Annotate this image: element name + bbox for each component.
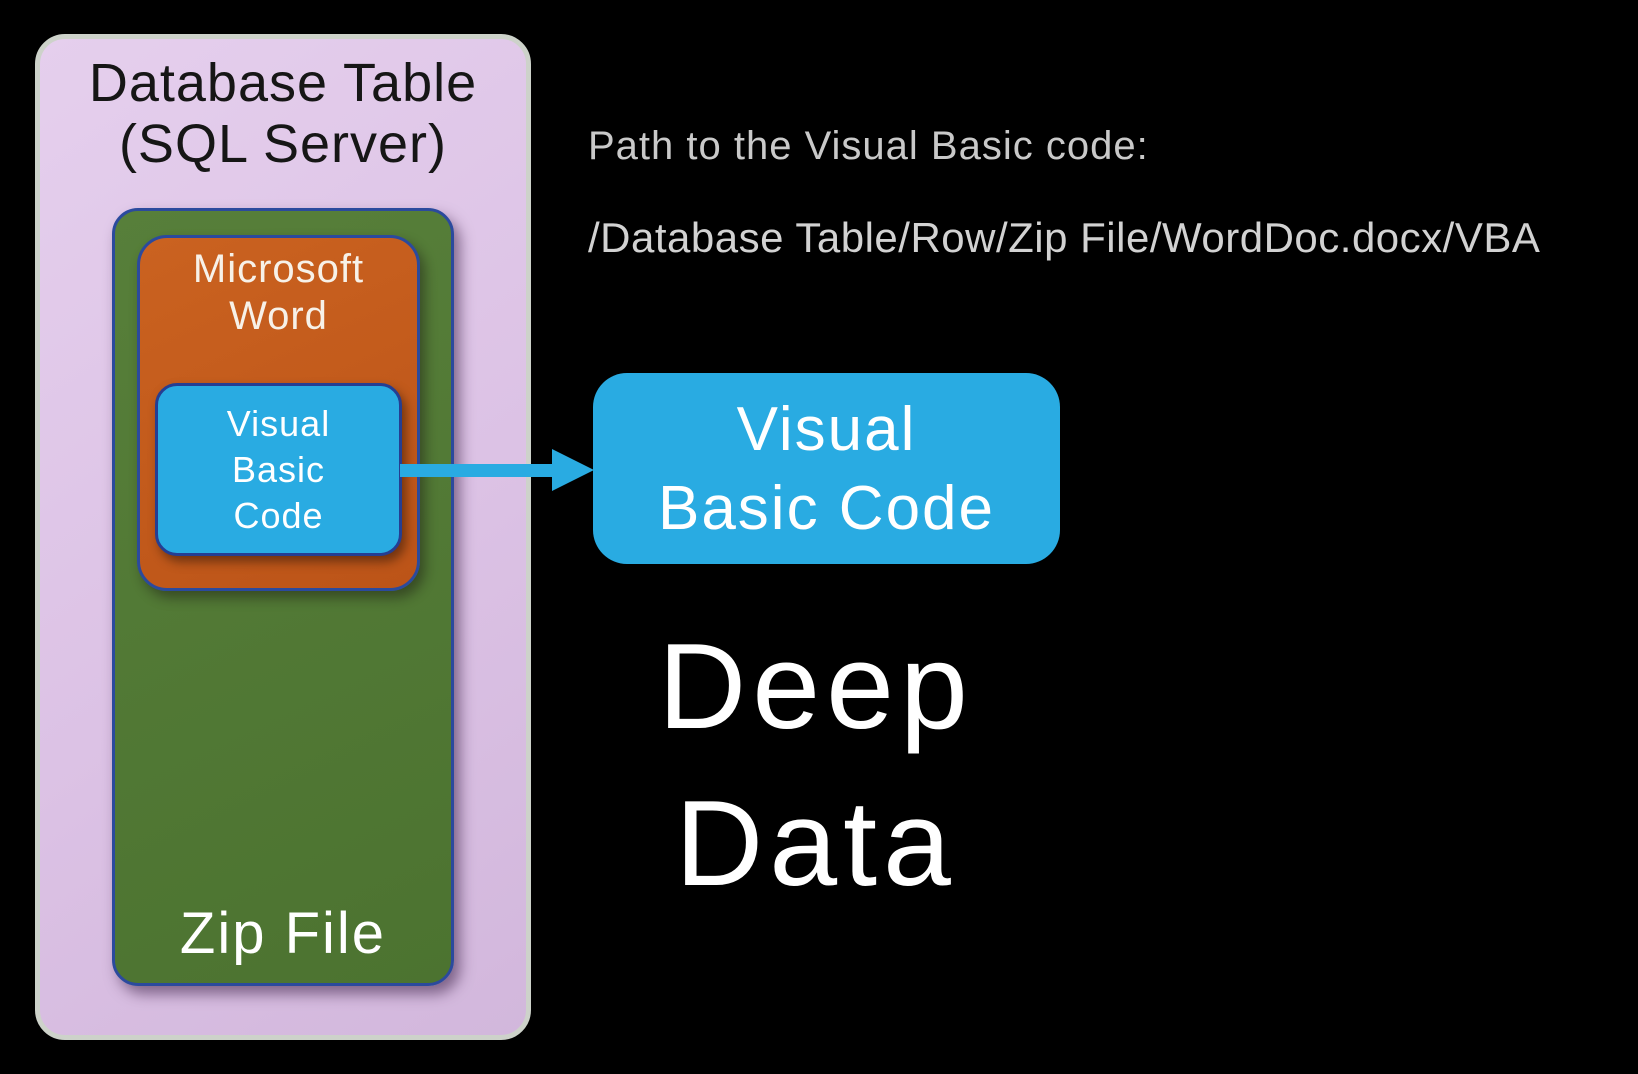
microsoft-word-box: Microsoft Word Visual Basic Code xyxy=(137,235,420,591)
vb-large-label-line1: Visual xyxy=(736,394,917,464)
vb-small-label-line3: Code xyxy=(233,494,324,536)
visual-basic-code-box-small: Visual Basic Code xyxy=(155,383,402,556)
database-table-title: Database Table (SQL Server) xyxy=(40,53,526,175)
deep-data-headline-line1: Deep xyxy=(658,618,974,754)
visual-basic-code-box-large: Visual Basic Code xyxy=(593,373,1060,564)
path-value: /Database Table/Row/Zip File/WordDoc.doc… xyxy=(588,214,1541,261)
microsoft-word-label-line1: Microsoft xyxy=(192,247,365,291)
database-table-box: Database Table (SQL Server) Microsoft Wo… xyxy=(35,34,531,1040)
zip-file-box: Microsoft Word Visual Basic Code Zip Fil… xyxy=(112,208,454,986)
vb-small-label-line2: Basic xyxy=(231,448,326,490)
extraction-arrow-head-icon xyxy=(552,449,594,491)
database-table-title-line2: (SQL Server) xyxy=(118,114,448,174)
vb-large-label-line2: Basic Code xyxy=(657,473,996,543)
database-table-title-line1: Database Table xyxy=(88,53,478,113)
vb-small-label-line1: Visual xyxy=(226,402,331,444)
deep-data-headline-line2: Data xyxy=(675,775,957,911)
path-caption: Path to the Visual Basic code: xyxy=(588,124,1149,168)
microsoft-word-label: Microsoft Word xyxy=(140,246,417,340)
zip-file-label: Zip File xyxy=(179,901,387,966)
deep-data-headline: Deep Data xyxy=(566,608,1066,922)
extraction-arrow-shaft xyxy=(400,464,555,477)
microsoft-word-label-line2: Word xyxy=(229,294,328,338)
